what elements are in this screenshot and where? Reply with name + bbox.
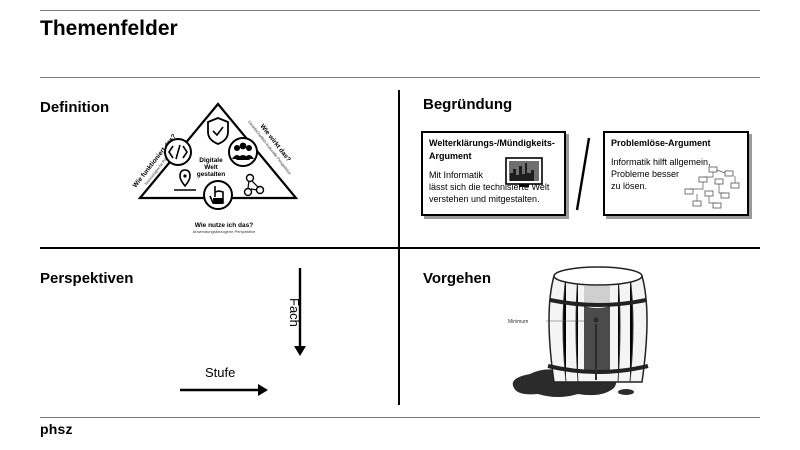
problemloese-text-line3: zu lösen. bbox=[611, 181, 648, 191]
welterklaerung-title-line1: Welterklärungs-/Mündigkeits- bbox=[429, 138, 555, 148]
phsz-logo: phsz bbox=[40, 421, 73, 437]
monitor-city-icon bbox=[505, 157, 543, 187]
stufe-axis-label: Stufe bbox=[205, 365, 236, 380]
vorgehen-heading: Vorgehen bbox=[423, 270, 492, 287]
map-pin-icon bbox=[174, 169, 196, 191]
dagstuhl-triangle-diagram: Wie funktioniert das? Technologische Per… bbox=[132, 102, 299, 234]
welterklaerung-title-line2: Argument bbox=[429, 151, 472, 161]
bottom-subtitle: Anwendungsbezogene Perspektive bbox=[193, 229, 256, 234]
definition-heading: Definition bbox=[40, 99, 110, 116]
shield-check-icon bbox=[207, 117, 229, 145]
quadrant-divider-horizontal bbox=[40, 247, 760, 249]
welterklaerung-card: Welterklärungs-/Mündigkeits- Argument Mi… bbox=[421, 131, 566, 216]
top-rule bbox=[40, 10, 760, 11]
slash-divider bbox=[575, 137, 591, 211]
problemloese-card: Problemlöse-Argument Informatik hilft al… bbox=[603, 131, 749, 216]
fach-arrow-down bbox=[294, 268, 306, 356]
title-underline bbox=[40, 77, 760, 78]
center-label-line3: gestalten bbox=[197, 171, 226, 178]
network-icon bbox=[243, 173, 265, 197]
welterklaerung-text-line3: verstehen und mitgestalten. bbox=[429, 194, 540, 204]
problemloese-text-line1: Informatik hilft allgemein, bbox=[611, 157, 711, 167]
perspektiven-heading: Perspektiven bbox=[40, 270, 134, 287]
problemloese-text-line2: Probleme besser bbox=[611, 169, 680, 179]
code-icon bbox=[164, 138, 192, 166]
hand-touch-icon bbox=[203, 180, 233, 210]
bottom-question: Wie nutze ich das? bbox=[195, 222, 253, 229]
minimum-barrel-illustration: Minimum bbox=[508, 266, 649, 397]
welterklaerung-text-line2: lässt sich die technisierte Welt bbox=[429, 182, 550, 192]
stufe-arrow-right bbox=[180, 384, 268, 396]
barrel-minimum-label: Minimum bbox=[508, 319, 528, 325]
fach-axis-label: Fach bbox=[287, 298, 302, 327]
footer-rule bbox=[40, 417, 760, 418]
people-group-icon bbox=[228, 137, 258, 167]
begruendung-heading: Begründung bbox=[423, 96, 513, 113]
welterklaerung-text-line1: Mit Informatik bbox=[429, 170, 484, 180]
center-label-line1: Digitale bbox=[199, 157, 223, 164]
slide-title: Themenfelder bbox=[40, 17, 178, 40]
flowchart-icon bbox=[684, 166, 740, 209]
center-label-line2: Welt bbox=[204, 164, 218, 171]
problemloese-title: Problemlöse-Argument bbox=[611, 138, 711, 148]
